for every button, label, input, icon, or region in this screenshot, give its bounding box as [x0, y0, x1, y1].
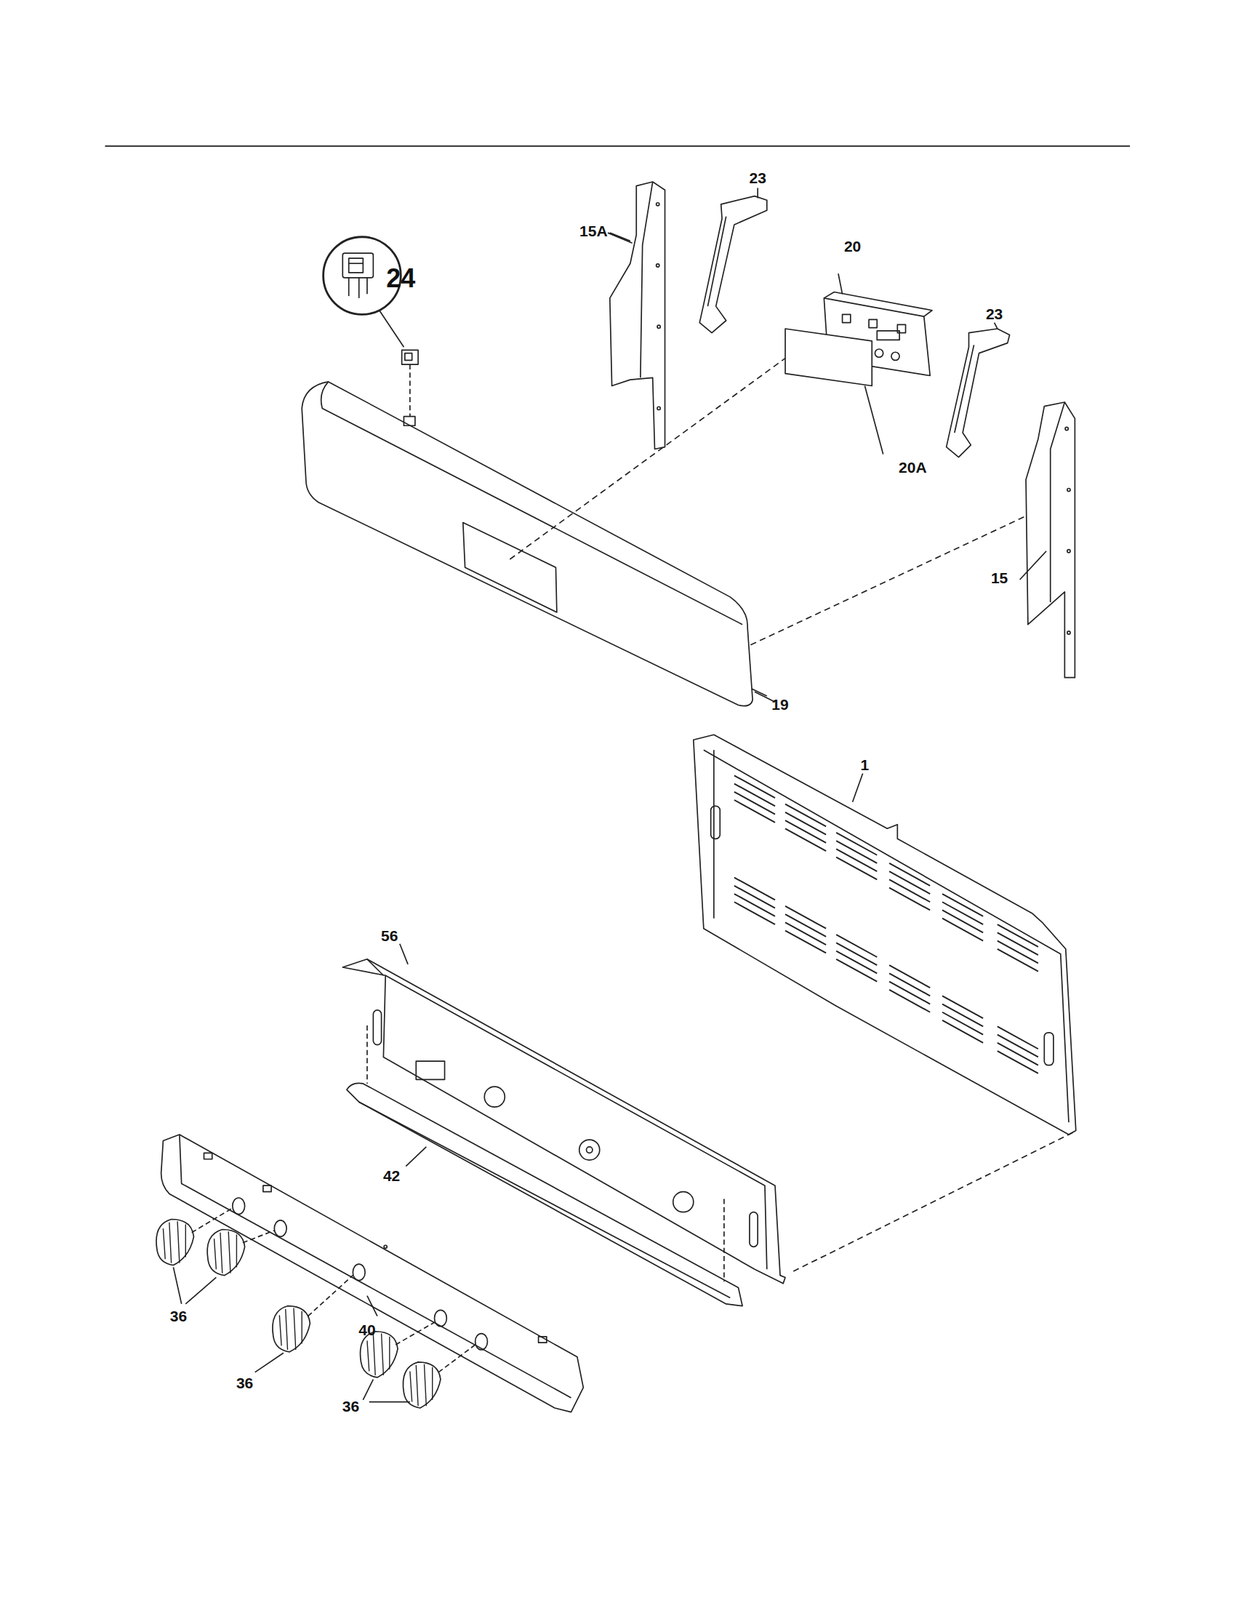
callout-number: 1 [860, 756, 870, 772]
callout-number: 40 [358, 1321, 376, 1337]
callout-number: 36 [342, 1397, 360, 1413]
callout-number: 24 [386, 265, 416, 292]
callout-number: 56 [380, 927, 398, 943]
callout-number: 23 [748, 170, 766, 186]
callout-number: 15 [990, 569, 1008, 585]
callout-number: 15A [579, 222, 608, 238]
callout-number: 23 [985, 305, 1003, 321]
callout-number: 36 [236, 1374, 254, 1390]
callout-number: 42 [383, 1166, 400, 1183]
callout-number: 20A [898, 459, 927, 475]
callout-number: 19 [771, 695, 789, 712]
callout-number: 36 [170, 1307, 187, 1324]
callout-number: 20 [844, 238, 861, 254]
